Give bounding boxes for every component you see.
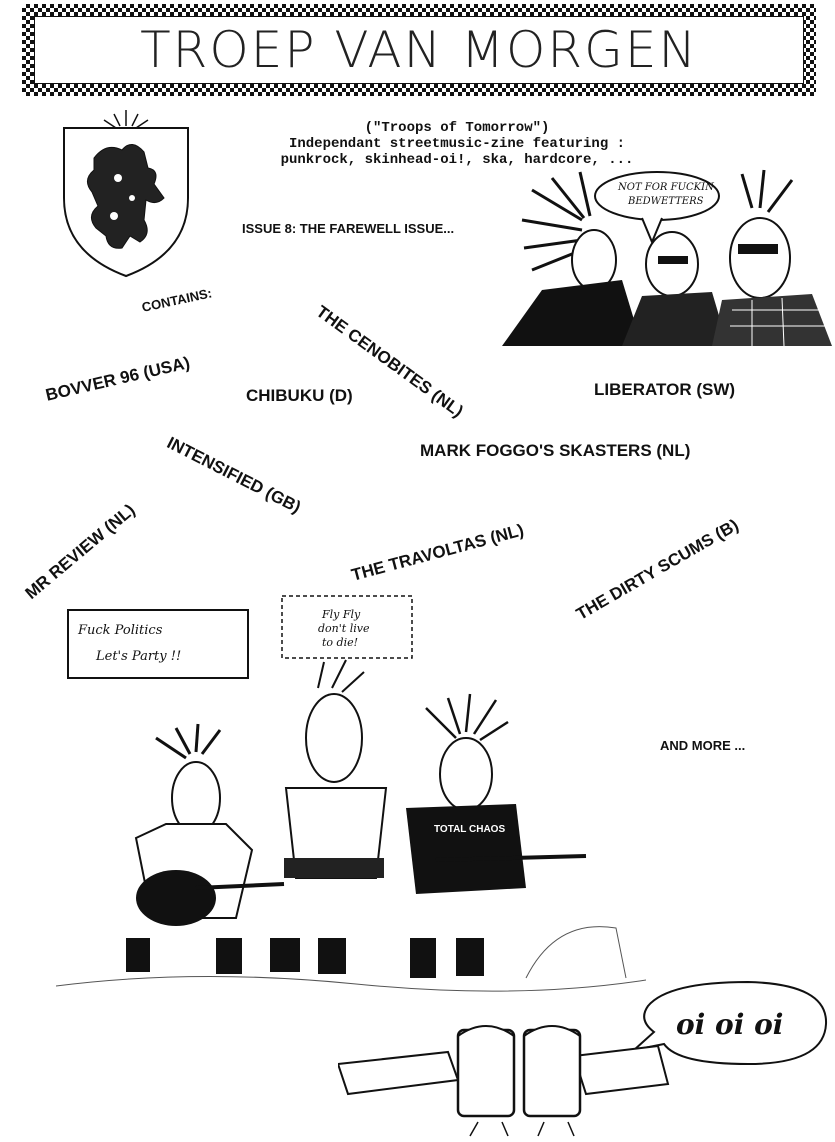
issue-title: ISSUE 8: THE FAREWELL ISSUE... bbox=[242, 221, 455, 236]
band-bovver-96: BOVVER 96 (USA) bbox=[43, 353, 192, 405]
intro-line-1: Independant streetmusic-zine featuring : bbox=[288, 136, 626, 152]
band-bubble-1: Fly Fly bbox=[321, 608, 361, 621]
sign-text-1: Fuck Politics bbox=[77, 623, 163, 638]
crest-lion-icon bbox=[63, 110, 189, 278]
band-mark-foggo: MARK FOGGO'S SKASTERS (NL) bbox=[420, 441, 691, 460]
contains-label: CONTAINS: bbox=[140, 285, 214, 315]
band-intensified: INTENSIFIED (GB) bbox=[163, 433, 304, 517]
band-travoltas: THE TRAVOLTAS (NL) bbox=[349, 520, 526, 585]
band-liberator: LIBERATOR (SW) bbox=[594, 380, 736, 399]
band-bubble-2: don't live bbox=[318, 622, 370, 635]
band-illustration: Fuck Politics Let's Party !! Fly Fly don… bbox=[56, 595, 646, 992]
bubble-text-2: BEDWETTERS bbox=[627, 196, 704, 207]
oi-text: oi oi oi bbox=[676, 1008, 783, 1041]
zine-title: TROEP VAN MORGEN bbox=[140, 21, 698, 79]
band-chibuku: CHIBUKU (D) bbox=[246, 386, 353, 405]
and-more: AND MORE ... bbox=[660, 738, 746, 753]
intro-block: ("Troops of Tomorrow") Independant stree… bbox=[222, 120, 692, 168]
subtitle: ("Troops of Tomorrow") bbox=[364, 120, 550, 136]
sign-text-2: Let's Party !! bbox=[95, 649, 181, 664]
bubble-text-1: NOT FOR FUCKIN bbox=[617, 182, 715, 193]
beer-toast-illustration: oi oi oi bbox=[338, 980, 828, 1137]
punk-trio-illustration: NOT FOR FUCKIN BEDWETTERS bbox=[502, 169, 832, 346]
title-box: TROEP VAN MORGEN bbox=[34, 16, 804, 84]
intro-line-2: punkrock, skinhead-oi!, ska, hardcore, .… bbox=[280, 152, 634, 168]
title-banner: TROEP VAN MORGEN bbox=[22, 4, 816, 96]
tshirt-text: TOTAL CHAOS bbox=[434, 824, 505, 835]
band-bubble-3: to die! bbox=[322, 636, 358, 649]
